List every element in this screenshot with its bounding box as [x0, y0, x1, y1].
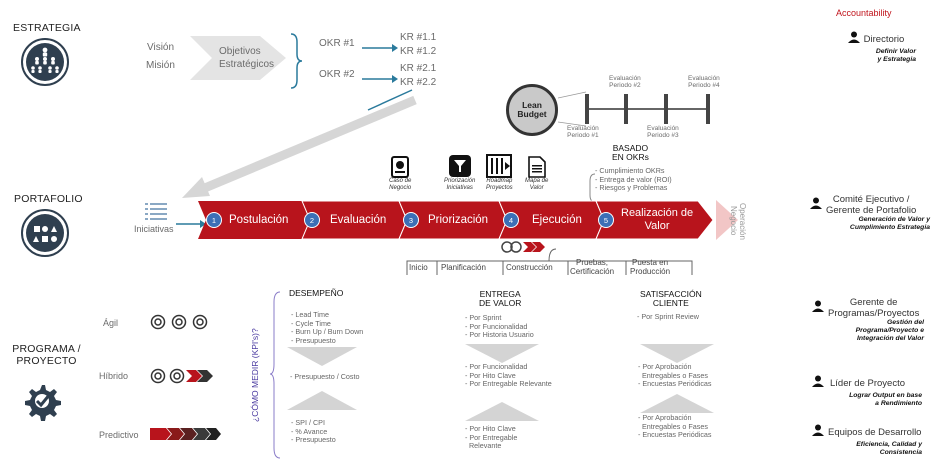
arrow-right-icon	[362, 71, 398, 89]
tool-caso-negocio: Caso de Negocio	[389, 156, 411, 192]
operacion-negocio-label: Operación Negocio	[729, 202, 747, 240]
level-estrategia: ESTRATEGIA	[13, 22, 81, 34]
cascade-arrow	[160, 80, 460, 205]
role-directorio: Directorio Definir Valor y Estrategia	[826, 30, 926, 64]
accountability-title: Accountability	[836, 8, 892, 18]
type-predictivo: Predictivo	[99, 430, 139, 440]
level-programa: PROGRAMA /PROYECTO	[12, 343, 81, 367]
bracket-shape	[289, 32, 303, 95]
como-medir-label: ¿CÓMO MEDIR (KPI's)?	[250, 328, 260, 422]
kpi-entrega-hibrido: - Por Funcionalidad - Por Hito Clave - P…	[465, 362, 552, 389]
person-icon	[847, 30, 860, 48]
role-equipos: Equipos de Desarrollo Eficiencia, Calida…	[812, 423, 936, 457]
chevron-shape	[190, 36, 290, 85]
kpi-title-entrega: ENTREGA DE VALOR	[479, 289, 522, 308]
up-triangle-icon	[465, 401, 539, 426]
subphase-planificacion: Planificación	[441, 263, 486, 272]
okr2-label: OKR #2	[319, 69, 355, 80]
role-comite: Comité Ejecutivo / Gerente de Portafolio…	[810, 194, 936, 232]
level-portafolio: PORTAFOLIO	[14, 193, 83, 205]
role-lider: Líder de Proyecto Lograr Output en base …	[812, 374, 934, 408]
lean-budget-badge: Lean Budget	[506, 84, 558, 136]
role-gerente: Gerente de Programas/Proyectos Gestión d…	[812, 297, 934, 343]
organization-icon	[21, 38, 69, 91]
eval-period-1: Evaluación Periodo #1	[567, 125, 599, 139]
agil-cycle-icon	[150, 314, 216, 335]
subphase-bracket	[404, 247, 694, 282]
subphase-inicio: Inicio	[409, 263, 428, 272]
arrow-right-icon	[176, 216, 206, 234]
arrow-right-icon	[362, 40, 398, 58]
kpi-bracket	[269, 290, 282, 465]
person-icon	[812, 423, 824, 441]
cycle-mini-icon	[501, 240, 549, 258]
document-badge-icon	[389, 156, 411, 178]
kpi-title-desempeno: DESEMPEÑO	[289, 288, 344, 298]
pink-arrow	[716, 200, 740, 245]
tool-roadmap: Roadmap Proyectos	[486, 154, 513, 192]
person-icon	[812, 374, 824, 392]
subphase-pruebas: Pruebas, Certificación	[570, 258, 615, 276]
iniciativas-label: Iniciativas	[134, 224, 174, 234]
eval-period-4: Evaluación Periodo #4	[688, 75, 720, 89]
type-hibrido: Híbrido	[99, 371, 129, 381]
down-triangle-icon	[465, 344, 539, 369]
stage-priorizacion: 3 Priorización	[403, 201, 503, 239]
tool-priorizacion: Priorización Iniciativas	[444, 154, 475, 192]
eval-period-2: Evaluación Periodo #2	[609, 75, 641, 89]
budget-timeline	[557, 90, 718, 135]
subphase-puesta: Puesta en Producción	[630, 258, 671, 276]
hibrido-cycle-icon	[150, 368, 222, 389]
okr1-label: OKR #1	[319, 38, 355, 49]
vision-label: Visión	[147, 42, 175, 53]
kpi-entrega-predictivo: - Por Hito Clave - Por Entregable Releva…	[465, 424, 518, 451]
kpi-title-satisfaccion: SATISFACCIÓN CLIENTE	[640, 289, 702, 308]
stage-realizacion: 5 Realización de Valor	[598, 201, 718, 239]
list-icon	[145, 202, 167, 225]
down-triangle-icon	[287, 347, 357, 372]
eval-period-3: Evaluación Periodo #3	[647, 125, 679, 139]
funnel-icon	[444, 154, 475, 178]
mision-label: Misión	[146, 60, 175, 71]
kpi-desempeno-agil: - Lead Time - Cycle Time - Burn Up / Bur…	[291, 310, 364, 345]
down-triangle-icon	[640, 344, 714, 369]
stage-ejecucion: 4 Ejecución	[503, 201, 599, 239]
file-icon	[525, 156, 548, 178]
portfolio-shapes-icon	[21, 209, 69, 262]
predictivo-cycle-icon	[150, 427, 224, 446]
person-icon	[812, 299, 824, 317]
basado-okrs-title: BASADO EN OKRs	[612, 143, 649, 162]
subphase-construccion: Construcción	[506, 263, 553, 272]
kpi-desempeno-predictivo: - SPI / CPI - % Avance - Presupuesto	[291, 418, 336, 445]
roadmap-icon	[486, 154, 513, 178]
kpi-satisfaccion-predictivo: - Por Aprobación Entregables o Fases - E…	[638, 413, 712, 440]
tool-mapa-valor: Mapa de Valor	[525, 156, 548, 192]
basado-okrs-items: - Cumplimiento OKRs - Entrega de valor (…	[595, 166, 672, 193]
gear-check-icon	[22, 381, 62, 426]
kpi-entrega-agil: - Por Sprint - Por Funcionalidad - Por H…	[465, 313, 534, 340]
up-triangle-icon	[287, 390, 357, 415]
kpi-desempeno-hibrido: - Presupuesto / Costo	[290, 372, 360, 381]
person-icon	[810, 196, 822, 214]
kpi-satisfaccion-hibrido: - Por Aprobación Entregables o Fases - E…	[638, 362, 712, 389]
stage-evaluacion: 2 Evaluación	[304, 201, 400, 239]
stage-postulacion: 1 Postulación	[206, 201, 306, 239]
type-agil: Ágil	[103, 318, 119, 328]
up-triangle-icon	[640, 393, 714, 418]
kpi-satisfaccion-agil: - Por Sprint Review	[637, 312, 699, 321]
